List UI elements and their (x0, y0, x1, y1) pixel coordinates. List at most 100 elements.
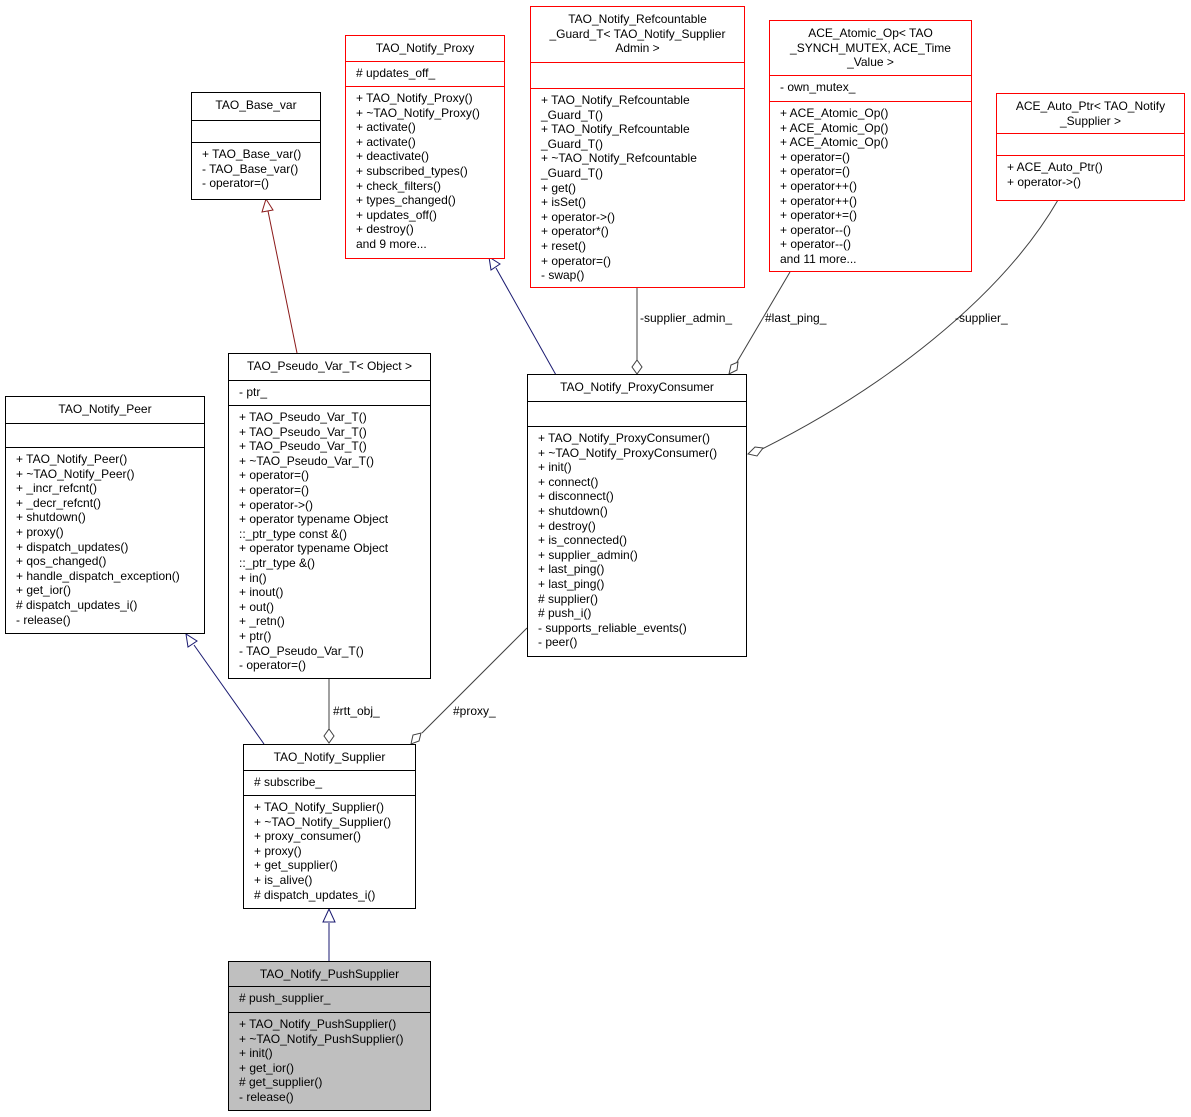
class-tao-notify-proxy[interactable]: TAO_Notify_Proxy # updates_off_ + TAO_No… (345, 35, 505, 259)
method: + ACE_Auto_Ptr() (1007, 160, 1103, 174)
method: + shutdown() (538, 503, 608, 518)
method: + get_ior() (239, 1060, 295, 1075)
edge-supplier (761, 199, 1059, 450)
method: _Guard_T() (541, 107, 604, 122)
method: + operator=() (780, 149, 851, 164)
class-title: ACE_Atomic_Op< TAO _SYNCH_MUTEX, ACE_Tim… (790, 26, 951, 70)
method: + proxy() (16, 524, 64, 539)
class-ace-auto-ptr[interactable]: ACE_Auto_Ptr< TAO_Notify _Supplier > + A… (996, 93, 1185, 201)
method: + proxy() (254, 843, 302, 858)
method: + activate() (356, 134, 416, 149)
method: + ACE_Atomic_Op() (780, 120, 889, 135)
method: - release() (16, 612, 71, 627)
method: + TAO_Notify_Proxy() (356, 91, 473, 105)
class-tao-notify-refcountable-guard[interactable]: TAO_Notify_Refcountable _Guard_T< TAO_No… (530, 6, 745, 288)
method: - supports_reliable_events() (538, 620, 687, 635)
method: + deactivate() (356, 149, 430, 164)
method: + handle_dispatch_exception() (16, 568, 180, 583)
method: + init() (538, 460, 572, 475)
method: + operator typename Object (239, 512, 389, 527)
method: + ~TAO_Notify_Peer() (16, 466, 135, 481)
method: ::_ptr_type const &() (239, 526, 348, 541)
class-attributes: # push_supplier_ (229, 986, 430, 1012)
edge-supplier-admin (631, 288, 643, 375)
method: + operator--() (780, 222, 852, 237)
class-methods: + TAO_Pseudo_Var_T() + TAO_Pseudo_Var_T(… (229, 405, 430, 673)
method: + ~TAO_Notify_Refcountable (541, 151, 697, 166)
class-tao-notify-proxy-consumer[interactable]: TAO_Notify_ProxyConsumer + TAO_Notify_Pr… (527, 374, 747, 657)
method: - peer() (538, 635, 578, 650)
edge-label-rtt-obj: #rtt_obj_ (333, 704, 380, 718)
class-attributes: # updates_off_ (346, 61, 504, 86)
method: + supplier_admin() (538, 547, 638, 562)
method: + types_changed() (356, 193, 456, 208)
class-tao-base-var[interactable]: TAO_Base_var + TAO_Base_var() - TAO_Base… (191, 92, 321, 200)
attribute: - own_mutex_ (780, 80, 856, 94)
attribute: # updates_off_ (356, 66, 436, 80)
class-attributes: # subscribe_ (244, 770, 415, 795)
class-title: TAO_Notify_Supplier (273, 750, 386, 764)
class-tao-pseudo-var-t[interactable]: TAO_Pseudo_Var_T< Object > - ptr_ + TAO_… (228, 353, 431, 679)
method: + TAO_Notify_PushSupplier() (239, 1017, 397, 1031)
class-title: TAO_Notify_PushSupplier (259, 967, 400, 981)
edge-label-supplier: -supplier_ (955, 311, 1008, 325)
class-tao-notify-peer[interactable]: TAO_Notify_Peer + TAO_Notify_Peer() + ~T… (5, 396, 205, 634)
class-title: TAO_Notify_Peer (58, 402, 152, 416)
method: + get_ior() (16, 583, 72, 598)
class-ace-atomic-op[interactable]: ACE_Atomic_Op< TAO _SYNCH_MUTEX, ACE_Tim… (769, 20, 972, 272)
method: # dispatch_updates_i() (254, 887, 376, 902)
method: _Guard_T() (541, 165, 604, 180)
method: + operator++() (780, 178, 858, 193)
method: # supplier() (538, 591, 599, 606)
class-attributes (997, 133, 1184, 155)
attribute: # subscribe_ (254, 775, 323, 789)
method: + qos_changed() (16, 554, 107, 569)
edge-label-proxy: #proxy_ (453, 704, 496, 718)
method: + get_supplier() (254, 858, 338, 873)
edge-label-supplier-admin: -supplier_admin_ (640, 311, 733, 325)
class-methods: + TAO_Notify_Proxy() + ~TAO_Notify_Proxy… (346, 86, 504, 252)
more-members: and 11 more... (780, 251, 857, 266)
method: + out() (239, 599, 275, 614)
method: + TAO_Pseudo_Var_T() (239, 439, 367, 454)
method: - TAO_Pseudo_Var_T() (239, 643, 364, 658)
class-methods: + TAO_Notify_PushSupplier() + ~TAO_Notif… (229, 1012, 430, 1105)
method: + last_ping() (538, 562, 605, 577)
more-members: and 9 more... (356, 236, 427, 251)
method: + ptr() (239, 628, 272, 643)
method: + TAO_Pseudo_Var_T() (239, 410, 367, 424)
edge-last-ping (728, 271, 791, 375)
method: - TAO_Base_var() (202, 161, 299, 176)
method: + operator typename Object (239, 541, 389, 556)
method: + operator->() (1007, 174, 1082, 189)
edge-supplier-diamond (747, 446, 764, 457)
class-methods: + TAO_Notify_ProxyConsumer() + ~TAO_Noti… (528, 426, 746, 650)
edge-rtt-obj (323, 679, 335, 744)
method: + proxy_consumer() (254, 829, 362, 844)
method: + is_connected() (538, 533, 628, 548)
method: + operator->() (541, 209, 616, 224)
class-title: TAO_Notify_Refcountable _Guard_T< TAO_No… (549, 12, 726, 56)
method: + updates_off() (356, 207, 437, 222)
method: + _decr_refcnt() (16, 495, 102, 510)
class-attributes: - own_mutex_ (770, 75, 971, 101)
method: + operator=() (239, 468, 310, 483)
method: + TAO_Notify_Refcountable (541, 122, 690, 137)
class-tao-notify-supplier[interactable]: TAO_Notify_Supplier # subscribe_ + TAO_N… (243, 744, 416, 909)
class-attributes (6, 423, 204, 447)
edge-proxy-consumer-to-notify-proxy (488, 255, 557, 376)
class-tao-notify-push-supplier[interactable]: TAO_Notify_PushSupplier # push_supplier_… (228, 961, 431, 1111)
attribute: - ptr_ (239, 385, 268, 399)
method: ::_ptr_type &() (239, 555, 316, 570)
method: + operator=() (780, 164, 851, 179)
method: + _incr_refcnt() (16, 481, 98, 496)
method: + inout() (239, 585, 284, 600)
class-attributes (192, 120, 320, 142)
method: + ~TAO_Pseudo_Var_T() (239, 453, 374, 468)
edge-supplier-to-peer (185, 632, 265, 745)
method: + operator+=() (780, 208, 858, 223)
method: + dispatch_updates() (16, 539, 129, 554)
class-methods: + TAO_Notify_Refcountable _Guard_T() + T… (531, 88, 744, 283)
edge-label-last-ping: #last_ping_ (765, 311, 827, 325)
